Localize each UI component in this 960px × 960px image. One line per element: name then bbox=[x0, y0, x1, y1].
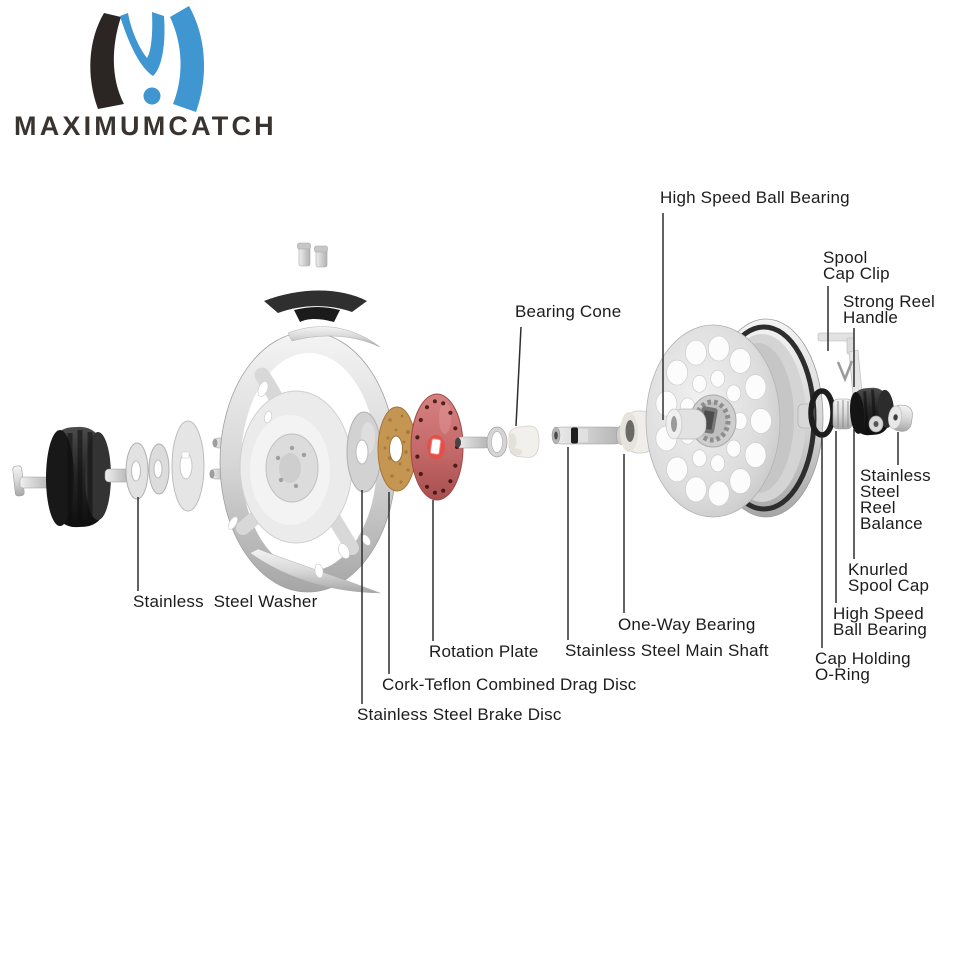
stainless-washer-small-1 bbox=[125, 442, 149, 500]
label-spool-cap-clip: Spool Cap Clip bbox=[823, 248, 890, 283]
frame-top-arm bbox=[287, 326, 381, 348]
label-stainless-steel-washer: Stainless Steel Washer bbox=[133, 592, 318, 611]
label-knurled-spool-cap: Knurled Spool Cap bbox=[848, 560, 930, 595]
brake-disc bbox=[346, 411, 382, 493]
label-cap-holding-o-ring: Cap Holding O-Ring bbox=[815, 649, 911, 684]
washer-disc bbox=[171, 420, 205, 512]
label-high-speed-ball-bearing-top: High Speed Ball Bearing bbox=[660, 188, 850, 207]
spool bbox=[645, 318, 824, 518]
label-stainless-steel-brake-disc: Stainless Steel Brake Disc bbox=[357, 705, 562, 724]
spool-axle-tube bbox=[665, 408, 707, 440]
handle-knob-screw bbox=[868, 415, 884, 433]
label-strong-reel-handle: Strong Reel Handle bbox=[843, 292, 935, 327]
knurled-cap bbox=[832, 398, 853, 430]
reel-frame bbox=[219, 326, 397, 594]
label-rotation-plate: Rotation Plate bbox=[429, 642, 539, 661]
spool-cap-clip-part bbox=[836, 360, 854, 383]
leader-bearing-cone bbox=[515, 326, 522, 427]
reel-balance-part bbox=[888, 404, 913, 432]
foot-screw-2 bbox=[314, 245, 328, 268]
brand-name: MAXIMUMCATCH bbox=[14, 111, 277, 141]
label-cork-teflon-drag-disc: Cork-Teflon Combined Drag Disc bbox=[382, 675, 637, 694]
label-high-speed-ball-bearing-right: High Speed Ball Bearing bbox=[833, 604, 928, 639]
drag-knob bbox=[46, 426, 133, 528]
label-stainless-steel-reel-balance: Stainless Steel Reel Balance bbox=[860, 466, 931, 533]
reel-foot bbox=[264, 290, 367, 322]
rotation-plate-disc bbox=[410, 393, 464, 501]
main-shaft bbox=[551, 425, 626, 445]
brand-logo-icon bbox=[90, 6, 205, 112]
stainless-washer-small-2 bbox=[148, 443, 170, 495]
label-one-way-bearing: One-Way Bearing bbox=[618, 615, 756, 634]
bearing-cone-part bbox=[508, 425, 540, 458]
logo-dot bbox=[143, 87, 161, 105]
shaft-pin-loop bbox=[455, 426, 508, 458]
label-bearing-cone: Bearing Cone bbox=[515, 302, 622, 321]
label-stainless-steel-main-shaft: Stainless Steel Main Shaft bbox=[565, 641, 769, 660]
leader-lines bbox=[137, 213, 899, 704]
foot-screw-1 bbox=[297, 242, 311, 267]
cork-drag-disc bbox=[377, 406, 417, 492]
